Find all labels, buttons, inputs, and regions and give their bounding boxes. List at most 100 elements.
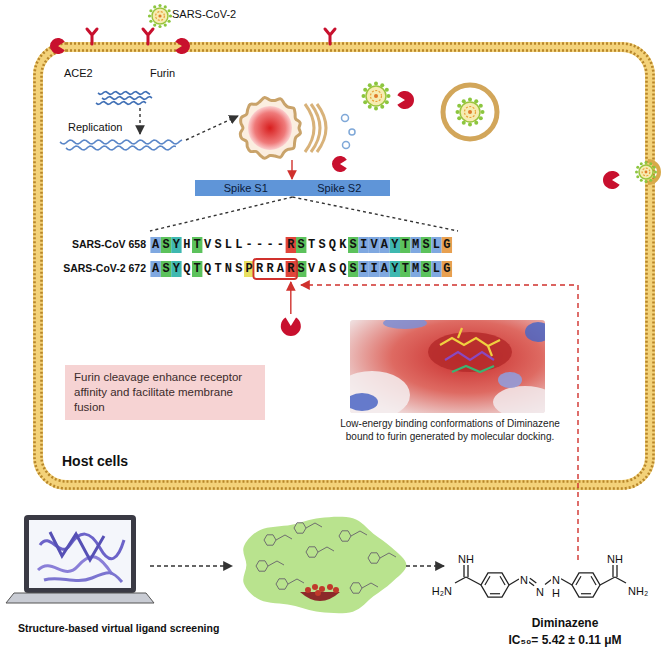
molecule-sketch: [306, 547, 334, 557]
chemical-bond: [600, 577, 615, 585]
art-shape: [350, 393, 378, 411]
art-shape: [525, 322, 545, 342]
label-holder: ASYQTQTNSPRRARSVASQSIIAYTMSLG: [152, 258, 454, 277]
golgi-stack: [317, 104, 326, 152]
art-shape: [366, 86, 386, 106]
art-shape: [645, 180, 648, 183]
vesicle: [349, 129, 355, 135]
chemical-bond: [466, 577, 481, 585]
sequence-name: SARS-CoV-2 672: [63, 260, 146, 276]
ace2-receptor: [87, 29, 97, 44]
art-shape: [44, 573, 122, 582]
art-shape: [29, 520, 131, 588]
benzene-ring: [481, 573, 509, 597]
label-holder: H₂N: [431, 581, 453, 599]
vesicle: [443, 85, 497, 139]
atom-label: NH₂: [627, 585, 649, 597]
art-shape: [24, 515, 136, 593]
art-shape: [148, 14, 151, 17]
double-bond: [485, 576, 490, 585]
label-holder: N: [519, 570, 529, 588]
compound-panel: DiminazeneIC₅₀= 5.42 ± 0.11 μM: [480, 540, 650, 647]
node-text: Spike S1: [224, 181, 268, 195]
art-shape: [493, 386, 545, 413]
double-bond: [500, 576, 505, 585]
docking-image: [350, 320, 545, 413]
virus-particle: [148, 4, 172, 28]
molecule-sketch: [339, 531, 367, 541]
molecule-sketch: [294, 523, 322, 533]
art-shape: [374, 82, 378, 86]
rna-strand: [60, 140, 182, 144]
label-holder: NH₂: [627, 581, 649, 599]
art-shape: [152, 8, 168, 24]
nucleus: [248, 106, 292, 150]
chemical-bond: [561, 579, 572, 585]
screening-panel: Structure-based virtual ligand screening: [8, 512, 238, 634]
inhibition-arrow: [301, 285, 578, 560]
vesicle: [342, 115, 349, 122]
herb-berry: [315, 590, 321, 596]
art-shape: [149, 9, 152, 12]
art-shape: [445, 352, 494, 360]
golgi-stack: [311, 104, 320, 152]
sequence-name: SARS-CoV 658: [72, 236, 146, 252]
art-shape: [645, 161, 648, 164]
art-shape: [468, 110, 472, 114]
label-holder: Replication: [68, 117, 122, 135]
art-shape: [50, 532, 104, 560]
vesicle: [343, 142, 350, 149]
label-holder: ACE2: [64, 63, 93, 81]
double-bond: [576, 576, 581, 585]
node-text: Spike S2: [317, 181, 361, 195]
dashed-arrow: [150, 565, 232, 566]
art-shape: [169, 14, 172, 17]
art-shape: [158, 14, 161, 17]
cleavage-arrow: [290, 282, 291, 314]
rna-strand: [98, 92, 150, 95]
art-shape: [452, 366, 494, 372]
virus-particle: [635, 161, 657, 183]
note-box: Furin cleavage enhance receptor affinity…: [65, 365, 265, 420]
art-shape: [6, 593, 154, 603]
art-shape: [374, 94, 378, 98]
virus-particle: [362, 82, 391, 111]
atom-label: NH: [606, 553, 624, 565]
art-shape: [149, 20, 152, 23]
art-shape: [640, 162, 643, 165]
art-shape: [649, 179, 652, 182]
zoom-line: [293, 197, 459, 231]
herb-berry: [333, 587, 339, 593]
art-shape: [383, 320, 427, 329]
art-shape: [156, 12, 165, 21]
art-shape: [465, 107, 476, 118]
art-shape: [468, 123, 472, 127]
art-shape: [153, 23, 156, 26]
art-shape: [350, 371, 410, 413]
spike-protein-bar: Spike S1 Spike S2: [195, 180, 390, 196]
process-label: Replication: [68, 121, 122, 133]
node-text: IC₅₀= 5.42 ± 0.11 μM: [480, 633, 650, 647]
receptor-label: ACE2: [64, 67, 93, 79]
compound-library: [243, 517, 406, 613]
label-holder: ASYHTVSLL----RSTSQKSIVAYTMSLG: [152, 234, 454, 253]
molecule-sketch: [264, 535, 292, 545]
node-text: Structure-based virtual ligand screening: [18, 622, 238, 634]
art-shape: [642, 168, 650, 176]
label-holder: SARS-CoV 658: [72, 234, 146, 252]
art-shape: [387, 94, 391, 98]
sequence-row: ASYHTVSLL----RSTSQKSIVAYTMSLG: [152, 237, 454, 253]
rna-strand: [102, 97, 152, 100]
herb-berry: [312, 584, 318, 590]
chemical-bond: [455, 577, 466, 583]
cell-membrane: [35, 44, 654, 489]
art-shape: [481, 110, 485, 114]
atom-label: N: [551, 574, 561, 586]
atom-label: NH: [457, 553, 475, 565]
art-shape: [164, 5, 167, 8]
label-holder: NH: [606, 549, 624, 567]
benzene-ring: [572, 573, 600, 597]
art-shape: [428, 332, 512, 372]
art-shape: [371, 91, 382, 102]
